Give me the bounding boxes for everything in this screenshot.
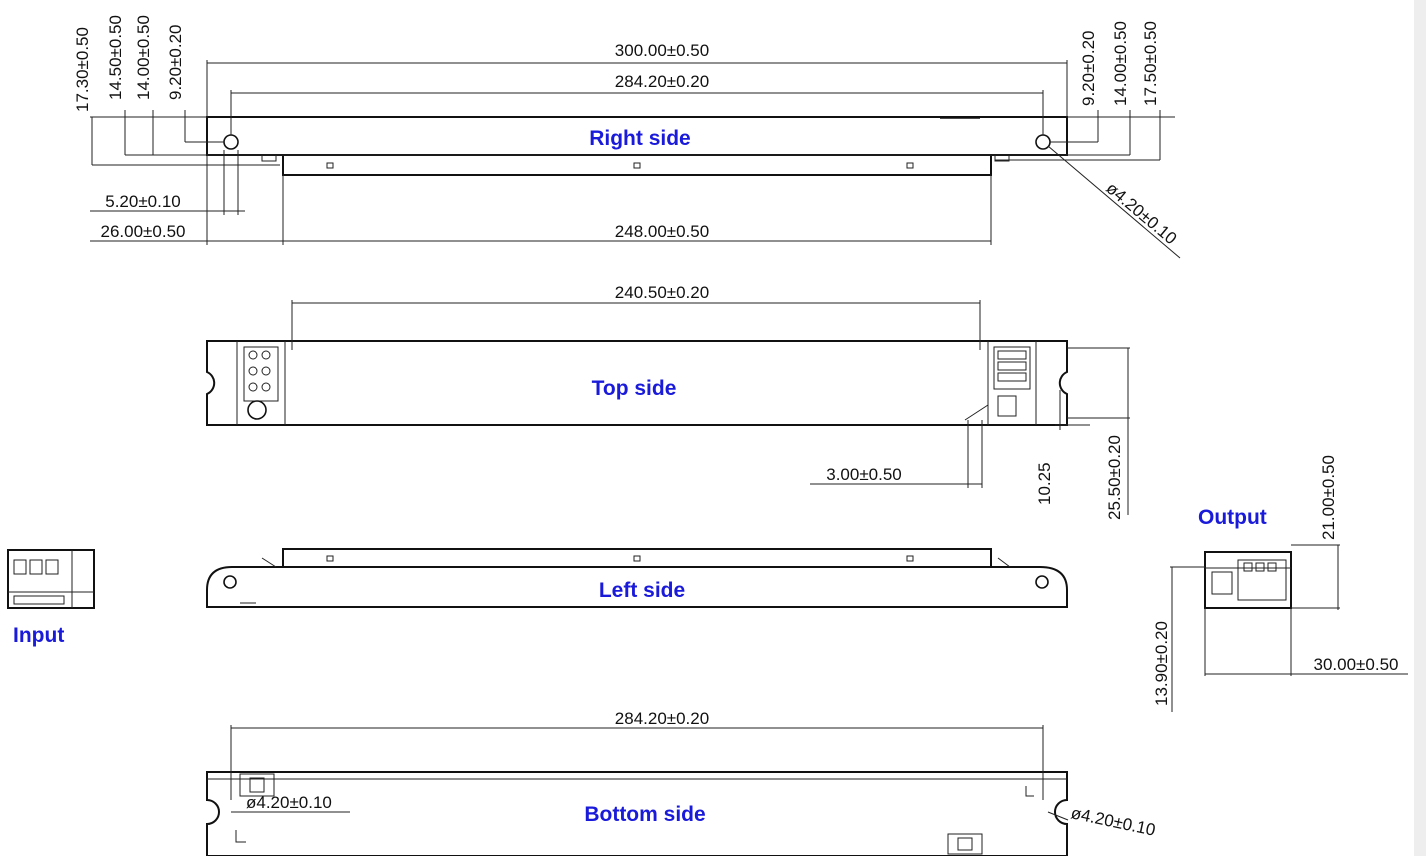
output-label: Output [1198,506,1267,529]
dim-14-5: 14.50±0.50 [106,15,125,100]
dim-9-2-left: 9.20±0.20 [166,24,185,100]
dim-17-5: 17.50±0.50 [1141,21,1160,106]
dim-26: 26.00±0.50 [101,222,186,241]
dim-30: 30.00±0.50 [1314,655,1399,674]
left-side-view: Left side [206,548,1068,608]
dim-14-right: 14.00±0.50 [1111,21,1130,106]
dim-10-25: 10.25 [1035,462,1054,505]
dim-3: 3.00±0.50 [826,465,902,484]
dim-284-bottom: 284.20±0.20 [615,709,709,728]
right-side-view: Right side 300.00±0.50 284.20±0.20 248.0… [73,15,1180,259]
dim-dia-right-side: ø4.20±0.10 [1102,179,1180,249]
dim-17-3: 17.30±0.50 [73,27,92,112]
dim-248: 248.00±0.50 [615,222,709,241]
right-side-label: Right side [589,127,691,150]
dim-dia-bottom-right: ø4.20±0.10 [1069,803,1157,839]
bottom-side-label: Bottom side [584,803,705,826]
input-label: Input [13,624,64,647]
right-edge-strip [1414,0,1426,856]
dim-13-9: 13.90±0.20 [1152,621,1171,706]
dim-284-top: 284.20±0.20 [615,72,709,91]
dim-5-2: 5.20±0.10 [105,192,181,211]
dim-25-5: 25.50±0.20 [1105,435,1124,520]
bottom-side-view: Bottom side 284.20±0.20 ø4.20±0.10 ø4.20… [206,709,1157,856]
output-view: Output 21.00±0.50 13.90±0.20 30.00±0.50 [1152,455,1408,712]
left-side-label: Left side [599,579,685,602]
dim-9-2-right: 9.20±0.20 [1079,30,1098,106]
dim-14-left: 14.00±0.50 [134,15,153,100]
top-side-view: Top side 240.50±0.20 3.00±0.50 10.25 25.… [206,283,1130,520]
top-side-label: Top side [592,377,677,400]
input-view: Input [7,549,95,647]
dim-240-5: 240.50±0.20 [615,283,709,302]
dim-300: 300.00±0.50 [615,41,709,60]
dim-21: 21.00±0.50 [1319,455,1338,540]
dim-dia-bottom-left: ø4.20±0.10 [246,793,332,812]
